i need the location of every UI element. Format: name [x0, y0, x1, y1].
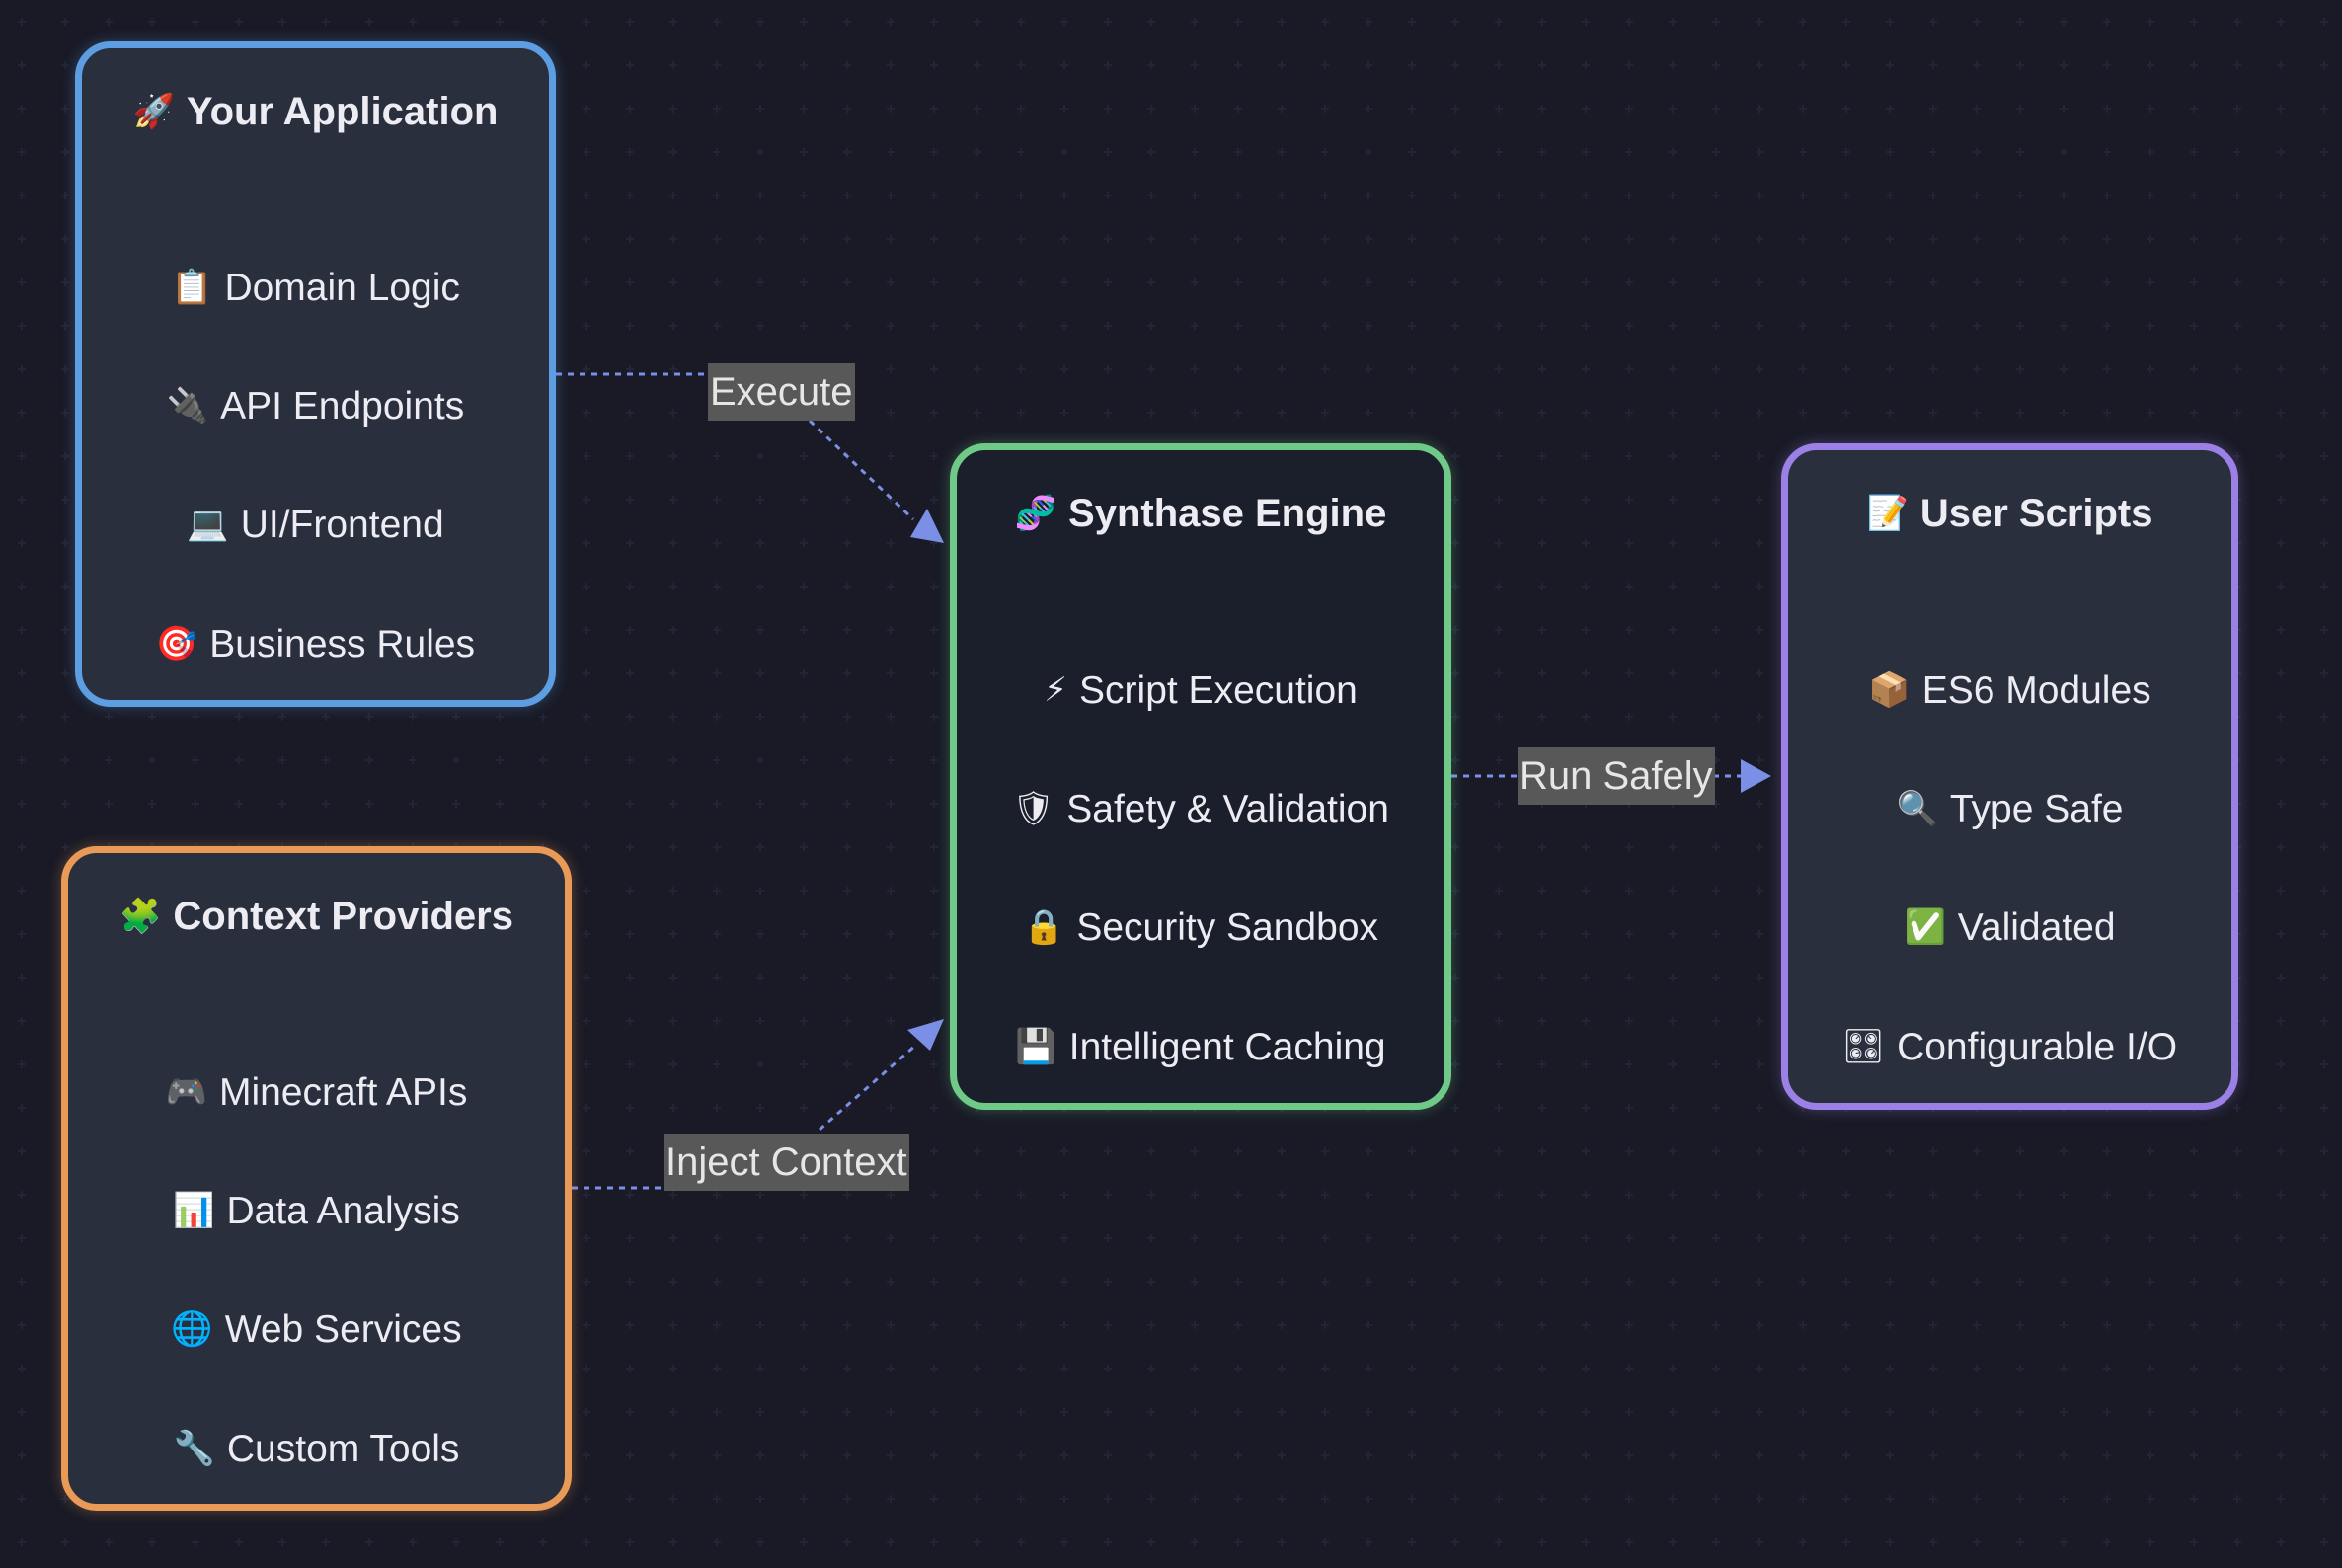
- node-user-scripts[interactable]: 📝User Scripts 📦ES6 Modules 🔍Type Safe ✅V…: [1781, 443, 2238, 1110]
- node-item-security-sandbox: 🔒Security Sandbox: [1022, 906, 1379, 949]
- edge-inject-context: [572, 1043, 917, 1190]
- clipboard-icon: 📋: [171, 268, 213, 307]
- edge-inject-context-arrowhead: [907, 1019, 944, 1051]
- check-mark-icon: ✅: [1904, 907, 1946, 947]
- node-synthase-engine[interactable]: 🧬Synthase Engine ⚡Script Execution 🛡Safe…: [950, 443, 1451, 1110]
- node-item-intelligent-caching: 💾Intelligent Caching: [1015, 1026, 1386, 1068]
- plug-icon: 🔌: [166, 386, 209, 426]
- memo-icon: 📝: [1866, 494, 1909, 533]
- node-item-validated: ✅Validated: [1904, 906, 2116, 949]
- laptop-icon: 💻: [187, 505, 229, 544]
- node-item-safety-validation: 🛡Safety & Validation: [1012, 788, 1389, 830]
- gamepad-icon: 🎮: [165, 1072, 207, 1112]
- node-context-providers[interactable]: 🧩Context Providers 🎮Minecraft APIs 📊Data…: [61, 846, 572, 1511]
- edge-label-run-safely: Run Safely: [1518, 747, 1715, 805]
- node-title: 🧩Context Providers: [119, 895, 513, 938]
- node-item-script-execution: ⚡Script Execution: [1044, 669, 1358, 712]
- package-icon: 📦: [1868, 670, 1911, 710]
- node-item-api-endpoints: 🔌API Endpoints: [166, 385, 465, 428]
- node-title: 📝User Scripts: [1866, 492, 2153, 535]
- node-item-es6-modules: 📦ES6 Modules: [1868, 669, 2151, 712]
- rocket-icon: 🚀: [132, 92, 175, 131]
- wrench-icon: 🔧: [173, 1429, 215, 1468]
- edge-label-inject-context: Inject Context: [664, 1134, 909, 1191]
- bar-chart-icon: 📊: [173, 1191, 215, 1230]
- node-item-domain-logic: 📋Domain Logic: [171, 267, 460, 309]
- node-item-data-analysis: 📊Data Analysis: [173, 1190, 460, 1232]
- edge-execute-arrowhead: [910, 509, 944, 543]
- dna-icon: 🧬: [1014, 494, 1057, 533]
- node-item-web-services: 🌐Web Services: [171, 1308, 462, 1351]
- shield-icon: 🛡: [1012, 789, 1055, 828]
- node-item-ui-frontend: 💻UI/Frontend: [187, 504, 444, 546]
- magnifier-icon: 🔍: [1896, 789, 1938, 828]
- target-icon: 🎯: [155, 624, 198, 664]
- node-title: 🧬Synthase Engine: [1014, 492, 1387, 535]
- node-item-custom-tools: 🔧Custom Tools: [173, 1428, 460, 1470]
- node-your-application[interactable]: 🚀Your Application 📋Domain Logic 🔌API End…: [75, 41, 556, 707]
- lightning-icon: ⚡: [1044, 670, 1068, 710]
- node-item-business-rules: 🎯Business Rules: [155, 623, 476, 666]
- node-title: 🚀Your Application: [132, 90, 499, 133]
- floppy-disk-icon: 💾: [1015, 1027, 1057, 1066]
- control-knobs-icon: 🎛: [1841, 1027, 1886, 1066]
- globe-icon: 🌐: [171, 1309, 213, 1349]
- lock-icon: 🔒: [1022, 907, 1065, 947]
- edge-label-execute: Execute: [708, 363, 855, 421]
- puzzle-icon: 🧩: [119, 897, 162, 936]
- node-item-type-safe: 🔍Type Safe: [1896, 788, 2124, 830]
- node-item-minecraft-apis: 🎮Minecraft APIs: [165, 1071, 468, 1114]
- node-item-configurable-io: 🎛Configurable I/O: [1841, 1026, 2178, 1068]
- edge-run-safely-arrowhead: [1741, 759, 1771, 793]
- edge-execute: [556, 372, 915, 521]
